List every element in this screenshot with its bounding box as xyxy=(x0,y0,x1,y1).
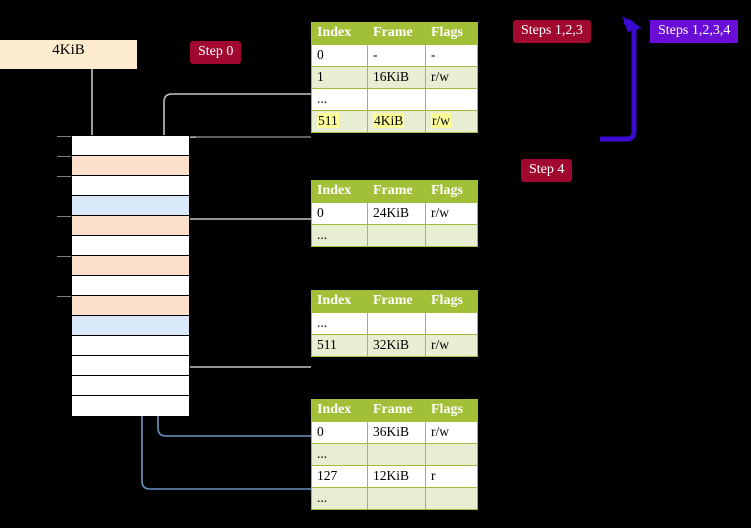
memory-frame-row xyxy=(72,256,189,276)
table-cell-frame: 4KiB xyxy=(367,110,426,133)
table-cell-index: 1 xyxy=(311,66,368,89)
table-cell-index: 127 xyxy=(311,465,368,488)
memory-frame-row xyxy=(72,236,189,256)
table-cell-flags: r/w xyxy=(425,202,478,225)
table-cell-flags: r xyxy=(425,465,478,488)
column-header-index: Index xyxy=(311,290,368,313)
column-header-flags: Flags xyxy=(425,290,478,313)
column-header-frame: Frame xyxy=(367,399,426,422)
memory-frame-row xyxy=(72,396,189,416)
table-cell-index: ... xyxy=(311,312,368,335)
table-cell-index: 0 xyxy=(311,44,368,67)
column-header-flags: Flags xyxy=(425,180,478,203)
column-header-flags: Flags xyxy=(425,22,478,45)
steps-1234-label: Steps 1,2,3,4 xyxy=(650,20,739,43)
table-cell-frame xyxy=(367,487,426,510)
table-cell-flags: r/w xyxy=(425,334,478,357)
memory-frame-row xyxy=(72,376,189,396)
table-cell-index: 0 xyxy=(311,202,368,225)
column-header-frame: Frame xyxy=(367,290,426,313)
table-row: 0-- xyxy=(311,44,478,67)
column-header-index: Index xyxy=(311,22,368,45)
table-cell-flags xyxy=(425,224,478,247)
table-cell-index: ... xyxy=(311,88,368,111)
table-cell-frame: 16KiB xyxy=(367,66,426,89)
column-header-index: Index xyxy=(311,180,368,203)
table-cell-index: ... xyxy=(311,443,368,466)
table-row: ... xyxy=(311,224,478,247)
violet-bracket-arrowhead xyxy=(622,16,642,32)
table-cell-flags xyxy=(425,443,478,466)
table-cell-flags: r/w xyxy=(425,66,478,89)
table-cell-frame: 24KiB xyxy=(367,202,426,225)
conn-pdp-0-to-mem xyxy=(177,218,311,263)
table-cell-flags: r/w xyxy=(425,421,478,444)
memory-frame-row xyxy=(72,136,189,156)
memory-frame-row xyxy=(72,176,189,196)
table-cell-frame: 12KiB xyxy=(367,465,426,488)
table-cell-flags: - xyxy=(425,44,478,67)
column-header-frame: Frame xyxy=(367,22,426,45)
violet-bracket xyxy=(600,19,637,142)
step-4-label: Step 4 xyxy=(521,159,573,182)
memory-frame-row xyxy=(72,156,189,176)
memory-frame-row xyxy=(72,316,189,336)
table-cell-frame xyxy=(367,224,426,247)
table-cell-flags xyxy=(425,312,478,335)
table-cell-index: ... xyxy=(311,487,368,510)
table-cell-frame: 32KiB xyxy=(367,334,426,357)
memory-frame-row xyxy=(72,296,189,316)
table-cell-frame: - xyxy=(367,44,426,67)
step-0-label: Step 0 xyxy=(190,41,242,64)
physical-memory-column xyxy=(71,135,190,416)
memory-frame-row xyxy=(72,216,189,236)
memory-frame-row xyxy=(72,276,189,296)
column-header-flags: Flags xyxy=(425,399,478,422)
memory-frame-row xyxy=(72,336,189,356)
memory-frame-row xyxy=(72,356,189,376)
table-cell-flags xyxy=(425,88,478,111)
memory-frame-row xyxy=(72,196,189,216)
steps-123-label: Steps 1,2,3 xyxy=(513,20,591,43)
table-cell-index: 0 xyxy=(311,421,368,444)
table-cell-index: ... xyxy=(311,224,368,247)
table-cell-flags: r/w xyxy=(425,110,478,133)
size-label-4kib: 4KiB xyxy=(0,40,137,69)
table-cell-index: 511 xyxy=(311,110,368,133)
column-header-frame: Frame xyxy=(367,180,426,203)
table-row: ... xyxy=(311,88,478,111)
table-cell-frame xyxy=(367,312,426,335)
table-cell-frame xyxy=(367,88,426,111)
column-header-index: Index xyxy=(311,399,368,422)
table-cell-frame: 36KiB xyxy=(367,421,426,444)
table-cell-frame xyxy=(367,443,426,466)
table-cell-index: 511 xyxy=(311,334,368,357)
table-cell-flags xyxy=(425,487,478,510)
table-row: ... xyxy=(311,443,478,466)
table-row: ... xyxy=(311,312,478,335)
table-row: ... xyxy=(311,487,478,510)
conn-pd-511-to-mem xyxy=(170,300,311,368)
